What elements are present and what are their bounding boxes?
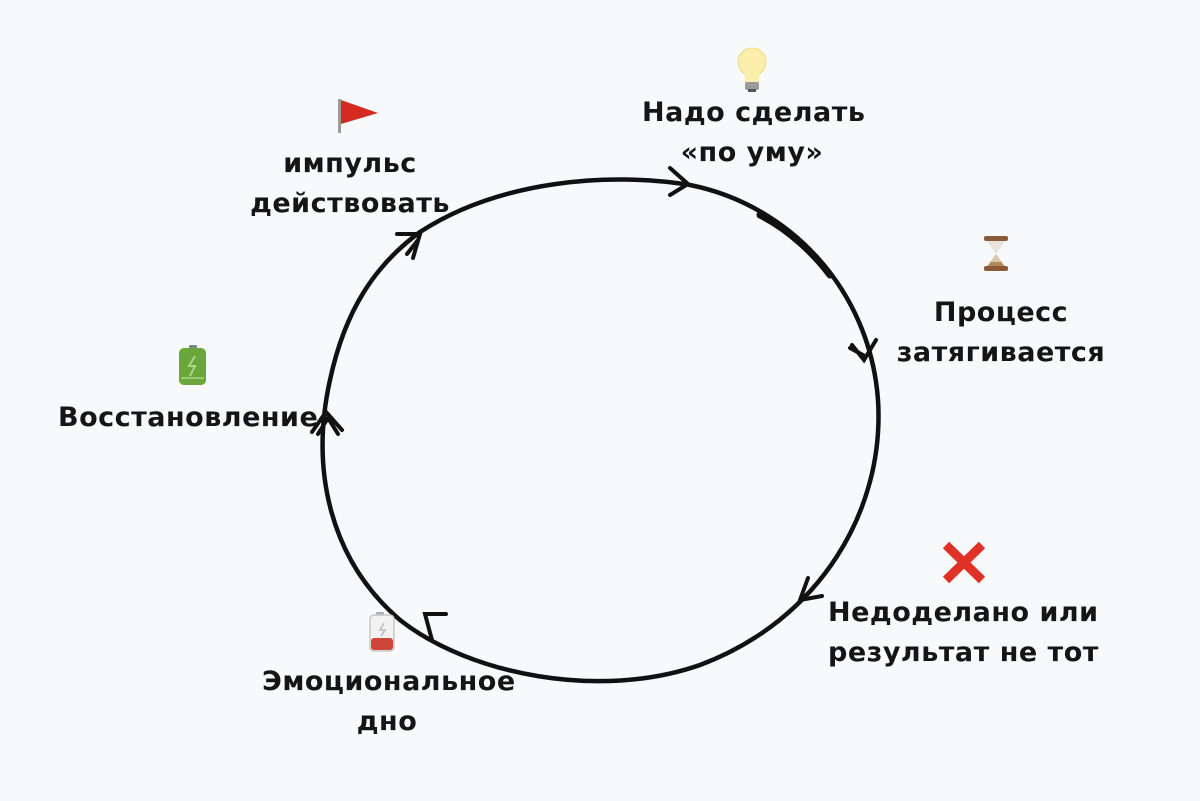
label-line: Надо сделать <box>642 97 866 128</box>
label-line: Процесс <box>933 297 1069 328</box>
node-process-label: Процесс затягивается <box>896 293 1106 373</box>
low-battery-icon <box>369 612 395 652</box>
label-line: результат не тот <box>828 637 1099 668</box>
label-line: дно <box>356 706 418 737</box>
red-cross-icon <box>942 541 986 584</box>
arrow-top-icon <box>668 166 692 197</box>
arrow-bottom-right-icon <box>796 576 824 603</box>
label-line: Восстановление <box>58 402 319 433</box>
node-result-label: Недоделано или результат не тот <box>828 593 1098 673</box>
label-line: Недоделано или <box>828 597 1099 628</box>
node-impulse-label: импульс действовать <box>250 144 450 224</box>
arrow-bottom-icon <box>422 612 448 642</box>
arrow-top-left-icon <box>395 232 423 260</box>
label-line: импульс <box>283 148 417 179</box>
lightbulb-icon <box>737 47 767 92</box>
label-line: Эмоциональное <box>262 666 516 697</box>
node-recovery-label: Восстановление <box>58 398 319 438</box>
label-line: «по уму» <box>680 137 824 168</box>
hourglass-icon <box>984 236 1008 271</box>
node-smart-label: Надо сделать «по уму» <box>642 93 866 173</box>
red-flag-icon <box>338 99 378 133</box>
full-battery-icon <box>179 345 206 385</box>
label-line: действовать <box>250 188 450 219</box>
sketch-stroke <box>756 211 834 279</box>
node-bottom-label: Эмоциональное дно <box>262 662 516 742</box>
arrow-left-icon <box>310 408 344 436</box>
label-line: затягивается <box>896 337 1106 368</box>
arrow-right-icon <box>848 338 878 364</box>
